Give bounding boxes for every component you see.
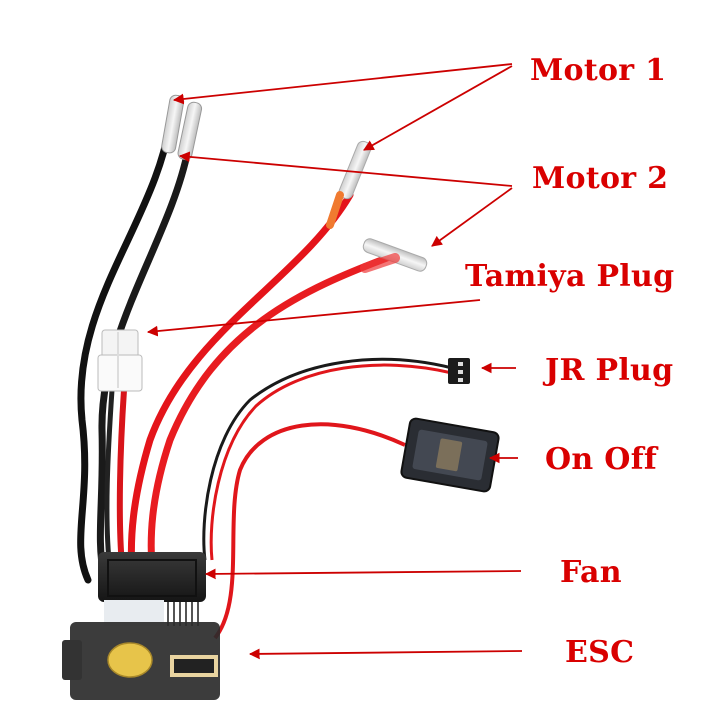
fan-arrow [204,568,522,580]
jr-plug [448,358,470,384]
label-fan: Fan [560,555,622,590]
motor2-arrow-b [431,187,513,247]
esc-body [62,552,220,700]
motor1-arrow-b [363,65,513,151]
red-wire-motor-1 [127,191,354,574]
tamiya-wire-black [104,389,115,571]
tamiya-wire-red [116,389,127,566]
label-on-off: On Off [545,442,658,477]
switch-wire-red [213,422,406,640]
label-tamiya-plug: Tamiya Plug [465,259,675,294]
switch-box [400,417,500,493]
qc-sticker [107,642,153,678]
wires [77,106,453,640]
motor2-arrow-a [178,151,513,187]
label-motor-2: Motor 2 [532,161,669,196]
label-motor-1: Motor 1 [530,53,667,88]
jr-wire-red [209,363,453,561]
red-wire-motor-2 [147,251,399,572]
callout-arrows [146,63,523,660]
tamiya-plug [97,329,143,392]
jr-wire-black [202,357,453,561]
black-wire-1 [77,106,176,584]
label-esc: ESC [565,635,635,670]
black-wire-2 [96,146,192,579]
motor1-arrow-a [172,63,513,105]
tamiya-arrow [146,299,481,337]
label-jr-plug: JR Plug [545,353,674,388]
motor-pins [161,94,428,273]
esc-arrow [248,648,523,660]
